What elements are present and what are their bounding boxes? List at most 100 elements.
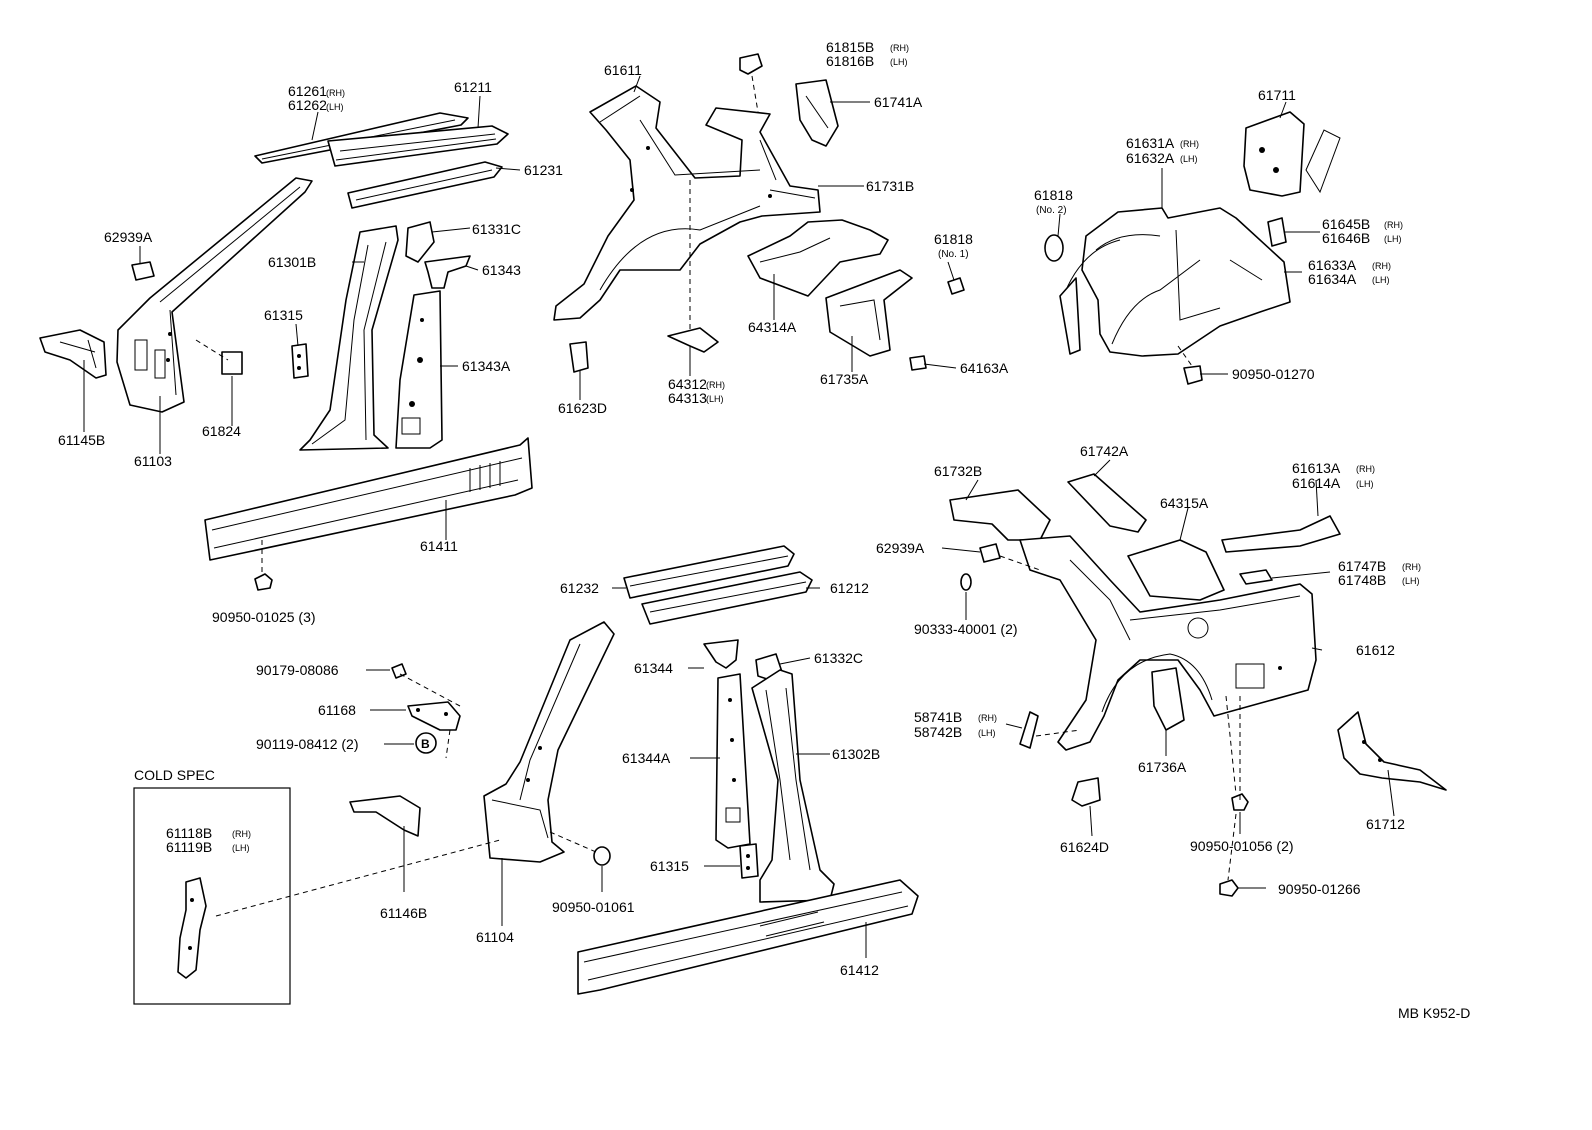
callout-61104: 61104 [476,929,514,945]
front-pillar-61104 [483,621,615,863]
front-pillar-outer [116,177,313,413]
callout-61711: 61711 [1258,87,1296,103]
callout-61824: 61824 [202,423,241,439]
clip-64163a [909,355,927,371]
roof-side-rail-inner [327,125,509,167]
callout-61645b-rh: (RH) [1384,220,1403,230]
panel-61735a [825,269,913,357]
cold-spec-box [133,787,291,1005]
bracket-61315-center [739,843,759,879]
assembly-line [399,673,461,759]
callout-64314a: 64314A [748,319,797,335]
nut-90950-01056 [1231,793,1249,811]
callout-90179-08086: 90179-08086 [256,662,339,678]
callout-61315-center: 61315 [650,858,689,874]
nut-90950-01266 [1219,879,1239,897]
callout-58742b-lh: (LH) [978,728,996,738]
callout-61815b: 61815B [826,39,874,55]
callout-61118b: 61118B [166,825,212,841]
rocker-panel-61411 [204,437,533,561]
callout-61261: 61261 [288,83,327,99]
assembly-line [1177,345,1193,367]
callout-61815b-rh: (RH) [890,43,909,53]
bracket-61344 [703,639,739,669]
callout-90119-08412: 90119-08412 (2) [256,736,358,752]
clip-61331c [405,221,435,263]
callout-61344a: 61344A [622,750,671,766]
bolt-b-label: B [421,737,430,751]
callout-61212: 61212 [830,580,869,596]
center-pillar-inner-left [395,290,443,449]
callout-61611: 61611 [604,62,642,78]
callout-61818-no1-note: (No. 1) [938,249,969,260]
callout-61168: 61168 [318,702,356,718]
callout-90950-01025: 90950-01025 (3) [212,609,316,625]
callout-61747b-rh: (RH) [1402,562,1421,572]
plug-61818-no2 [1044,234,1064,262]
callout-61103: 61103 [134,453,172,469]
callout-62939a-left: 62939A [104,229,153,245]
wheel-house-panel-64314a [747,219,889,297]
assembly-line [1035,729,1081,737]
callout-61633a-rh: (RH) [1372,261,1391,271]
callout-61412: 61412 [840,962,879,978]
callout-61232: 61232 [560,580,599,596]
callout-58742b: 58742B [914,724,962,740]
callout-61331c: 61331C [472,221,521,237]
callout-90950-01056: 90950-01056 (2) [1190,838,1294,854]
bracket-61741a [795,79,839,147]
roof-rail-61212 [641,571,813,625]
plug-61818-no1 [947,277,965,295]
callout-61631a: 61631A [1126,135,1175,151]
callout-64313: 64313 [668,390,707,406]
callout-90950-01270: 90950-01270 [1232,366,1315,382]
assembly-line [1225,695,1241,881]
callout-61262: 61262 [288,97,327,113]
callout-61261-rh: (RH) [326,88,345,98]
quarter-panel-outer-61612 [1019,535,1317,751]
callout-64315a: 64315A [1160,495,1209,511]
callout-64313-lh: (LH) [706,394,724,404]
callout-61231: 61231 [524,162,563,178]
callout-61741a: 61741A [874,94,923,110]
center-pillar-outer-left [299,225,399,451]
callout-61145b: 61145B [58,432,105,448]
wheel-house-61631a [1081,207,1291,357]
callout-61262-lh: (LH) [326,102,344,112]
panel-61732b [949,489,1051,541]
drawing-code: MB K952-D [1398,1005,1470,1021]
bracket-61645b [1267,217,1287,247]
cold-spec-label: COLD SPEC [134,767,215,783]
bracket-61315-left [291,343,309,379]
bracket-64312 [667,327,719,353]
bracket-61343 [424,255,471,289]
callout-61732b: 61732B [934,463,982,479]
plug-90333-40001 [960,573,972,591]
callout-61634a: 61634A [1308,271,1357,287]
callout-61731b: 61731B [866,178,914,194]
callout-61818-no2: 61818 [1034,187,1073,203]
roof-rail-61232 [623,545,795,599]
callout-61712: 61712 [1366,816,1405,832]
callout-61211: 61211 [454,79,492,95]
panel-61711 [1243,111,1305,197]
callout-61646b-lh: (LH) [1384,234,1402,244]
assembly-line [751,75,759,113]
callout-61332c: 61332C [814,650,863,666]
cap-61815b [739,53,763,75]
callout-61816b: 61816B [826,53,874,69]
callout-61343a: 61343A [462,358,511,374]
callout-64163a: 64163A [960,360,1009,376]
callout-61613a: 61613A [1292,460,1341,476]
center-pillar-outer-61302b [751,669,835,903]
bracket-61742a [1067,473,1147,533]
callout-61614a-lh: (LH) [1356,479,1374,489]
bracket-61623d [569,341,589,373]
callout-61146b: 61146B [380,905,427,921]
callout-61301b: 61301B [268,254,316,270]
callout-61748b-lh: (LH) [1402,576,1420,586]
bracket-61146b [349,795,421,837]
callout-61343: 61343 [482,262,521,278]
bolt-b-circle [415,732,437,754]
callout-61623d: 61623D [558,400,607,416]
